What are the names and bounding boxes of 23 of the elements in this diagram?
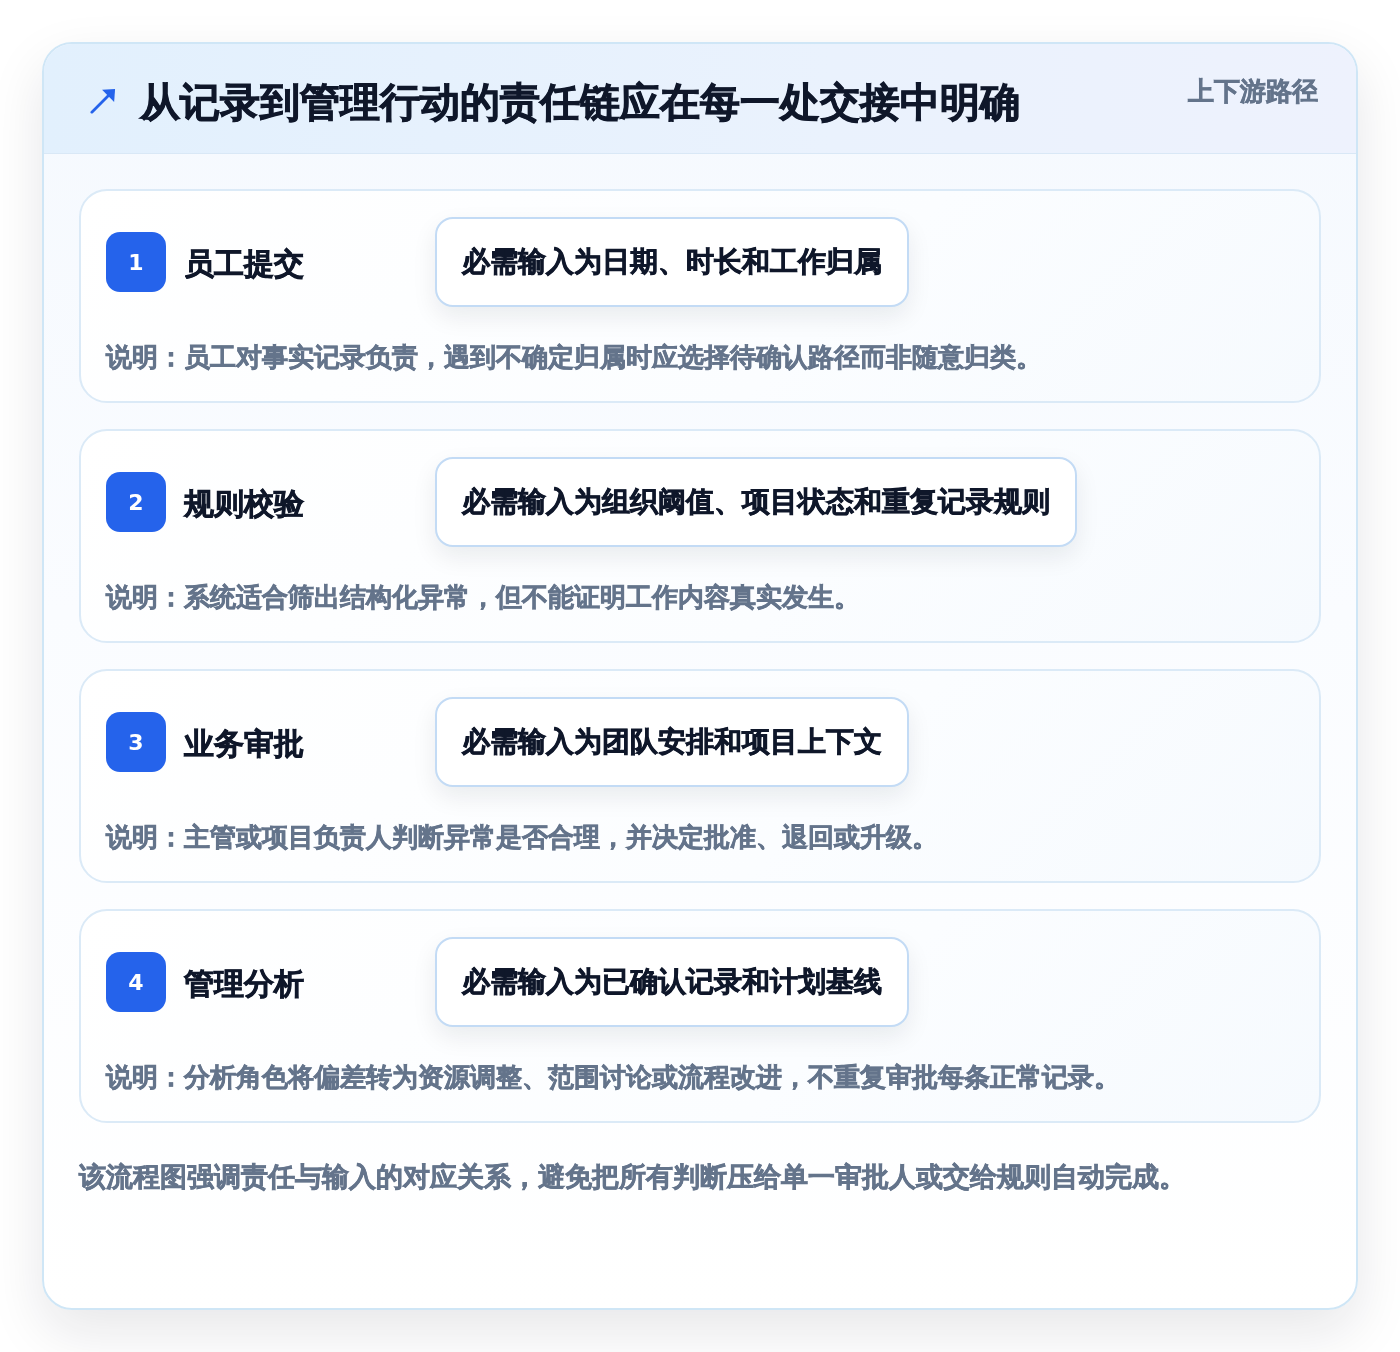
requirement-box: 必需输入为已确认记录和计划基线 [435, 937, 909, 1027]
step-number: 2 [106, 472, 166, 532]
step-title: 规则校验 [184, 485, 304, 523]
step-card [79, 189, 1321, 403]
step-title: 管理分析 [184, 965, 304, 1003]
step-number: 4 [106, 952, 166, 1012]
requirement-box: 必需输入为日期、时长和工作归属 [435, 217, 909, 307]
step-number: 1 [106, 232, 166, 292]
description-text: 说明：员工对事实记录负责，遇到不确定归属时应选择待确认路径而非随意归类。 [106, 341, 1042, 374]
step-card [79, 429, 1321, 643]
requirement-box: 必需输入为组织阈值、项目状态和重复记录规则 [435, 457, 1077, 547]
requirement-box: 必需输入为团队安排和项目上下文 [435, 697, 909, 787]
step-number: 3 [106, 712, 166, 772]
step-card [79, 909, 1321, 1123]
step-title: 业务审批 [184, 725, 304, 763]
description-text: 说明：分析角色将偏差转为资源调整、范围讨论或流程改进，不重复审批每条正常记录。 [106, 1061, 1120, 1094]
title: 从记录到管理行动的责任链应在每一处交接中明确 [140, 78, 1020, 127]
step-title: 员工提交 [184, 245, 304, 283]
step-card [79, 669, 1321, 883]
caption-note: 该流程图强调责任与输入的对应关系，避免把所有判断压给单一审批人或交给规则自动完成。 [79, 1160, 1186, 1194]
section-tag: 上下游路径 [1188, 74, 1318, 108]
description-text: 说明：系统适合筛出结构化异常，但不能证明工作内容真实发生。 [106, 581, 860, 614]
description-text: 说明：主管或项目负责人判断异常是否合理，并决定批准、退回或升级。 [106, 821, 938, 854]
